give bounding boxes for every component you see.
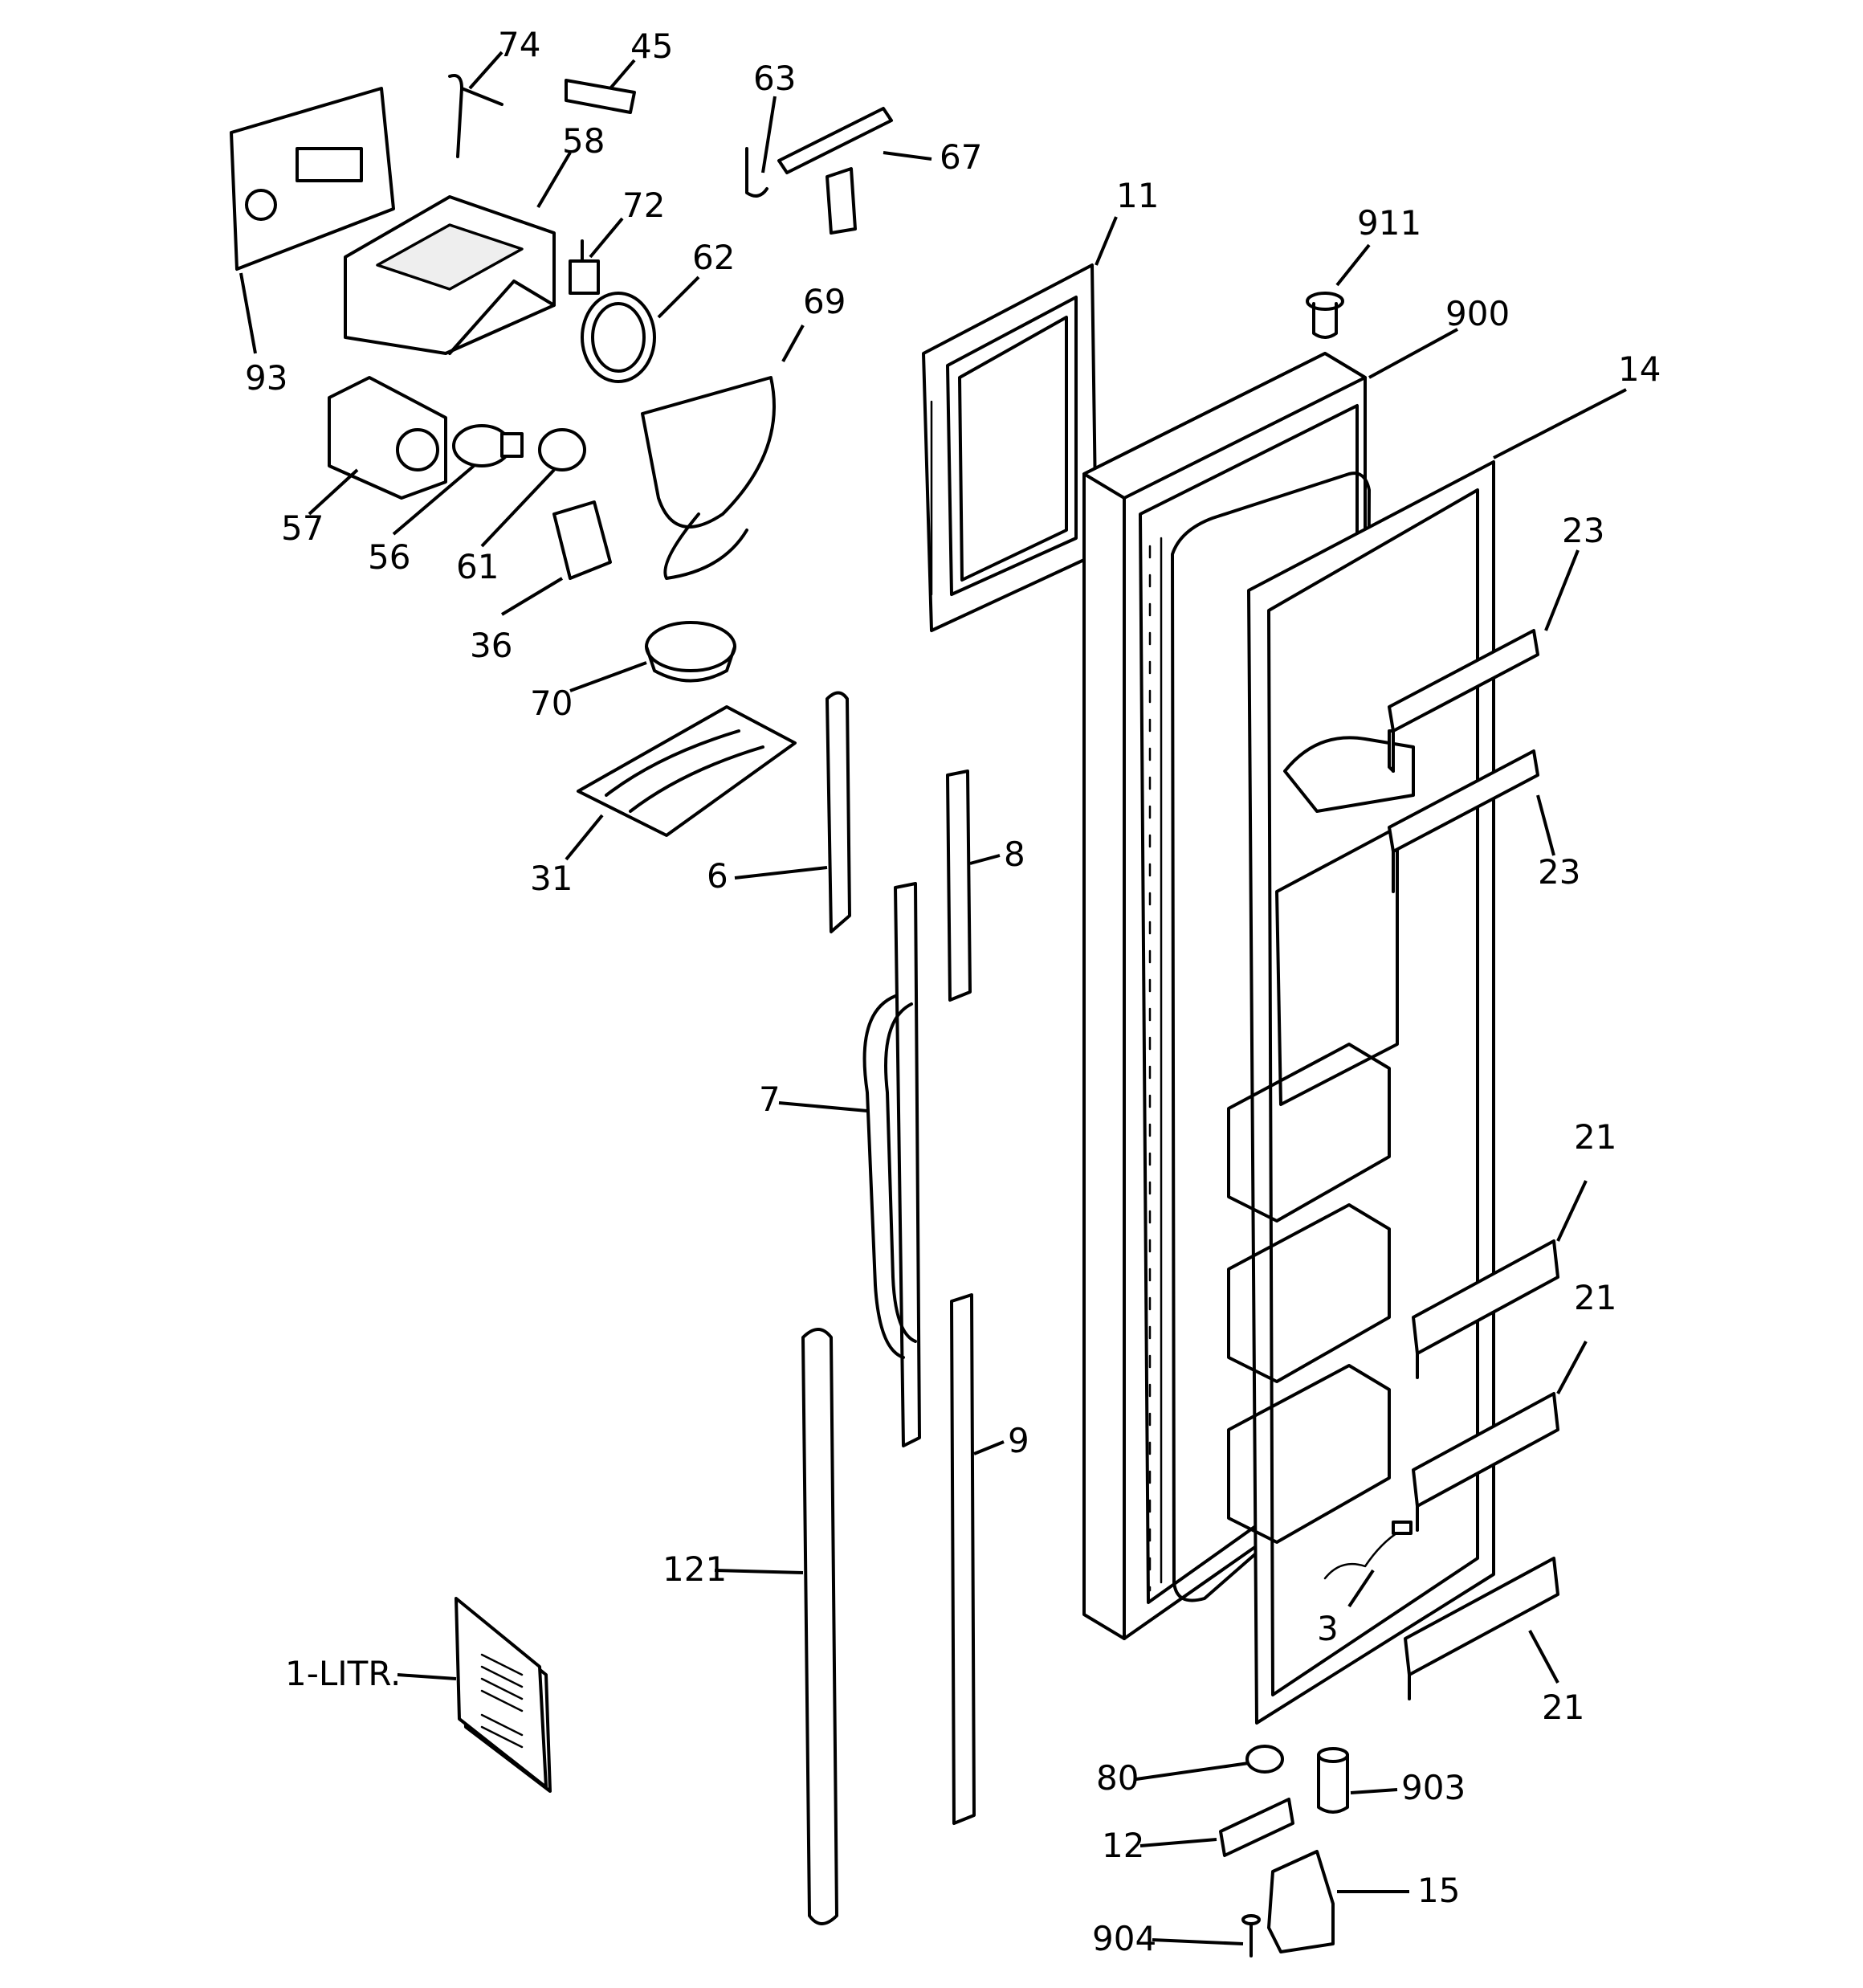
label-14: 14 — [1618, 349, 1661, 389]
label-911: 911 — [1357, 203, 1421, 243]
part-14-door-liner — [1227, 460, 1495, 1725]
label-21-b: 21 — [1574, 1278, 1616, 1317]
part-1-litr-booklet — [455, 1597, 552, 1793]
label-21-a: 21 — [1574, 1117, 1616, 1157]
label-80: 80 — [1096, 1758, 1139, 1798]
label-62: 62 — [692, 238, 735, 277]
label-121: 121 — [662, 1549, 727, 1589]
label-31: 31 — [530, 859, 573, 898]
part-911-bushing — [1306, 292, 1344, 339]
label-56: 56 — [368, 537, 410, 577]
label-9: 9 — [1008, 1421, 1029, 1460]
label-70: 70 — [530, 684, 573, 723]
label-6: 6 — [707, 856, 728, 896]
part-15-hinge-block — [1267, 1850, 1335, 1953]
part-72-switch — [569, 239, 600, 295]
label-903: 903 — [1401, 1768, 1466, 1807]
label-57: 57 — [281, 508, 324, 548]
part-62-ring — [581, 292, 656, 383]
label-8: 8 — [1004, 835, 1025, 874]
label-12: 12 — [1102, 1826, 1144, 1865]
part-70-cup — [645, 621, 736, 683]
part-8-strip — [946, 769, 972, 1002]
label-3: 3 — [1317, 1609, 1339, 1648]
part-56-bulb — [452, 424, 524, 467]
label-7: 7 — [759, 1080, 781, 1119]
label-45: 45 — [630, 27, 673, 66]
part-21-bin-c — [1404, 1557, 1559, 1700]
part-904-screw — [1241, 1914, 1261, 1957]
label-61: 61 — [456, 547, 499, 586]
label-900: 900 — [1445, 294, 1510, 333]
label-23-lower: 23 — [1538, 852, 1580, 892]
part-23-bin-upper — [1388, 629, 1539, 773]
part-labels: 74 45 63 67 58 72 62 69 93 11 911 900 14… — [245, 25, 1661, 1958]
part-23-bin-lower — [1388, 749, 1539, 893]
part-74-spring — [448, 74, 503, 158]
label-58: 58 — [562, 121, 605, 161]
part-93-control-panel — [230, 87, 395, 271]
part-12-hinge-plate — [1219, 1798, 1294, 1857]
label-36: 36 — [470, 626, 512, 665]
part-69-funnel — [641, 376, 776, 580]
label-74: 74 — [498, 25, 540, 64]
label-23-upper: 23 — [1562, 511, 1604, 550]
label-63: 63 — [753, 59, 796, 98]
part-121-trim — [801, 1328, 838, 1925]
label-21-c: 21 — [1542, 1688, 1584, 1727]
part-80-bushing — [1245, 1745, 1284, 1774]
label-1-litr: 1-LITR. — [285, 1654, 401, 1693]
part-58-dispenser-chute — [344, 195, 556, 355]
door-gasket-dashes — [1148, 537, 1163, 1592]
part-11-dispenser-frame — [922, 263, 1098, 632]
part-21-bin-b — [1412, 1392, 1559, 1532]
part-63-spring — [745, 147, 768, 198]
part-45-clip — [565, 79, 636, 114]
part-57-motor-housing — [328, 376, 447, 500]
part-9-strip — [950, 1293, 976, 1825]
label-904: 904 — [1092, 1919, 1156, 1958]
label-67: 67 — [940, 137, 982, 177]
leader-lines — [239, 51, 1627, 1945]
part-31-drip-tray — [577, 705, 797, 837]
part-67-hinge-arm — [777, 107, 893, 235]
part-61-socket — [538, 428, 586, 471]
label-93: 93 — [245, 358, 287, 398]
part-903-pin — [1317, 1747, 1349, 1814]
label-11: 11 — [1116, 176, 1159, 215]
label-15: 15 — [1417, 1871, 1460, 1910]
label-69: 69 — [803, 282, 846, 321]
part-21-bin-a — [1412, 1239, 1559, 1379]
part-6-trim — [826, 691, 851, 933]
label-72: 72 — [622, 186, 665, 225]
part-7-handle — [862, 882, 921, 1447]
part-36-bracket — [552, 500, 612, 580]
